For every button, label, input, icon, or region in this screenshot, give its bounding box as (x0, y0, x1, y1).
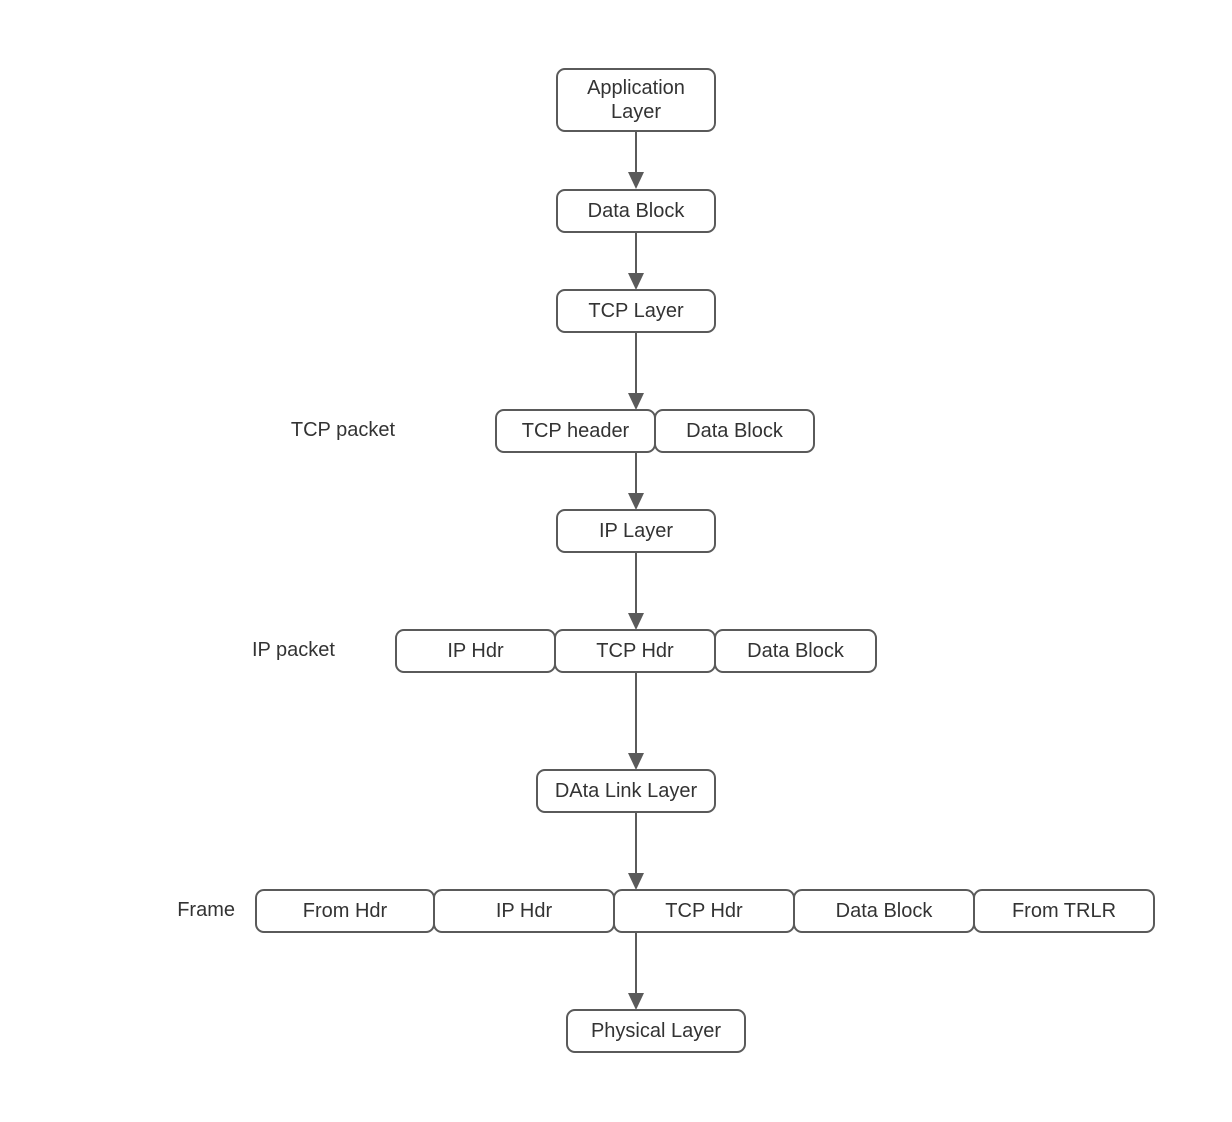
segment-from-trlr[interactable]: From TRLR (973, 889, 1155, 933)
arrow-frame-to-physicallayer (628, 932, 644, 1010)
segment-tcp-header[interactable]: TCP header (495, 409, 656, 453)
arrow-ippacket-to-datalinklayer (628, 672, 644, 770)
packet-row-ip-packet: IP Hdr TCP Hdr Data Block (395, 629, 877, 673)
segment-ip-hdr[interactable]: IP Hdr (433, 889, 615, 933)
arrow-tcplayer-to-tcppacket (628, 332, 644, 410)
segment-from-hdr[interactable]: From Hdr (255, 889, 435, 933)
arrow-application-to-datablock (628, 131, 644, 189)
segment-data-block[interactable]: Data Block (654, 409, 815, 453)
arrow-datalinklayer-to-frame (628, 812, 644, 890)
box-ip-layer[interactable]: IP Layer (556, 509, 716, 553)
box-application-layer[interactable]: Application Layer (556, 68, 716, 132)
box-data-link-layer[interactable]: DAta Link Layer (536, 769, 716, 813)
row-label-tcp-packet: TCP packet (290, 419, 395, 441)
row-label-ip-packet: IP packet (251, 639, 335, 661)
box-tcp-layer[interactable]: TCP Layer (556, 289, 716, 333)
packet-row-tcp-packet: TCP header Data Block (495, 409, 815, 453)
segment-tcp-hdr[interactable]: TCP Hdr (613, 889, 795, 933)
box-physical-layer[interactable]: Physical Layer (566, 1009, 746, 1053)
segment-data-block[interactable]: Data Block (793, 889, 975, 933)
segment-tcp-hdr[interactable]: TCP Hdr (554, 629, 716, 673)
row-label-frame: Frame (177, 899, 235, 921)
box-data-block[interactable]: Data Block (556, 189, 716, 233)
segment-data-block[interactable]: Data Block (714, 629, 877, 673)
arrow-tcppacket-to-iplayer (628, 452, 644, 510)
arrow-iplayer-to-ippacket (628, 552, 644, 630)
arrow-datablock-to-tcplayer (628, 232, 644, 290)
segment-ip-hdr[interactable]: IP Hdr (395, 629, 556, 673)
packet-row-frame: From Hdr IP Hdr TCP Hdr Data Block From … (255, 889, 1155, 933)
